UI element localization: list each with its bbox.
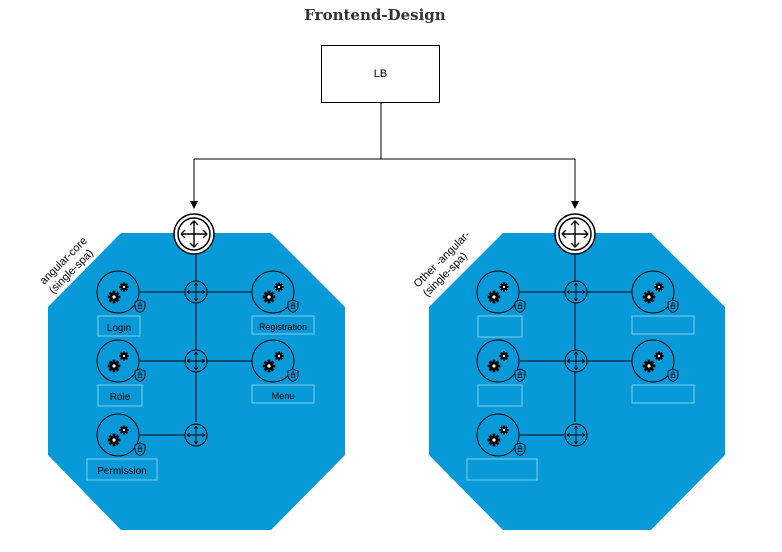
service-node[interactable] (631, 339, 695, 404)
load-balancer-label: LB (373, 68, 388, 80)
lock-shield-icon (514, 368, 526, 382)
service-label: Role (110, 392, 131, 403)
service-node-registration[interactable]: Registration (251, 270, 315, 335)
hub-icon (564, 423, 588, 447)
gears-icon (107, 433, 121, 447)
service-label-box (86, 458, 158, 481)
lock-shield-icon (667, 368, 679, 382)
cluster-angular-core: angular-core (single-spa) Login Regi (38, 213, 345, 530)
lock-shield-icon (514, 299, 526, 313)
service-label: Login (107, 323, 131, 334)
service-label: Permission (97, 466, 146, 477)
hub-icon (564, 349, 588, 373)
service-label-box (631, 384, 695, 404)
lock-shield-icon (134, 442, 146, 456)
hub-icon (564, 280, 588, 304)
gears-icon (262, 359, 276, 373)
service-node-login[interactable]: Login (96, 270, 146, 337)
hub-icon (184, 349, 208, 373)
service-label: Registration (259, 322, 307, 332)
service-label-box (466, 458, 538, 481)
gears-icon (487, 290, 501, 304)
gears-icon (487, 359, 501, 373)
service-label: Menu (272, 391, 295, 401)
load-balancer-box[interactable]: LB (321, 45, 440, 103)
lock-shield-icon (287, 299, 299, 313)
service-node-permission[interactable]: Permission (86, 413, 158, 481)
gears-icon (642, 290, 656, 304)
router-icon (554, 213, 596, 255)
service-node[interactable] (476, 270, 526, 338)
service-label-box (631, 315, 695, 335)
service-label-box (251, 315, 315, 335)
service-label-box (477, 384, 523, 407)
lock-shield-icon (134, 368, 146, 382)
hub-icon (184, 423, 208, 447)
service-label-box (97, 315, 141, 337)
gears-icon (487, 433, 501, 447)
gears-icon (642, 359, 656, 373)
lock-shield-icon (134, 299, 146, 313)
cluster-other-angular: Other -angular- (single-spa) (412, 213, 725, 530)
hub-icon (184, 280, 208, 304)
service-node-role[interactable]: Role (96, 339, 146, 407)
cluster-octagon (429, 233, 725, 530)
lock-shield-icon (667, 299, 679, 313)
gears-icon (107, 290, 121, 304)
service-node[interactable] (476, 339, 526, 407)
lock-shield-icon (287, 368, 299, 382)
service-label-box (97, 384, 143, 407)
gears-icon (107, 359, 121, 373)
service-node[interactable] (631, 270, 695, 335)
gears-icon (262, 290, 276, 304)
router-icon (173, 213, 215, 255)
lock-shield-icon (514, 442, 526, 456)
diagram-title: Frontend-Design (304, 6, 446, 24)
service-node-menu[interactable]: Menu (251, 339, 315, 404)
service-label-box (477, 315, 523, 338)
service-node[interactable] (466, 413, 538, 481)
service-label-box (251, 384, 315, 404)
